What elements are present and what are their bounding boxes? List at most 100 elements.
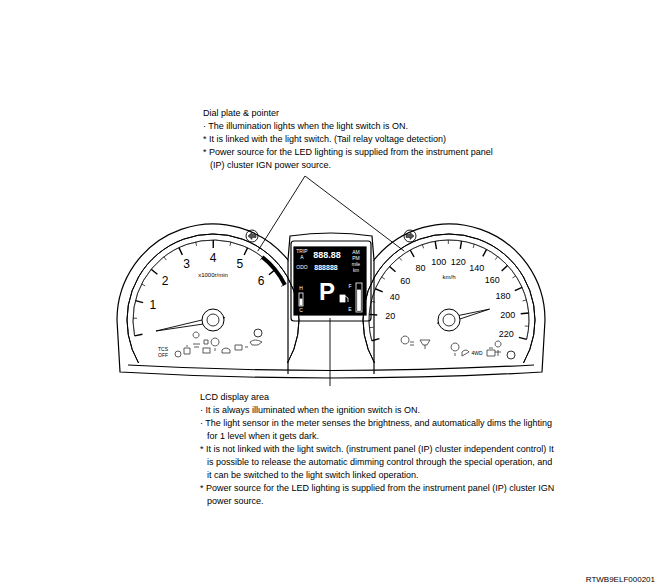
cluster-outline [117, 224, 545, 378]
tach-unit: x1000r/min [198, 272, 228, 278]
lcd-label: km [353, 268, 359, 273]
scale-arc [369, 240, 529, 341]
turn-arrow [248, 233, 256, 240]
callout-block: Dial plate & pointer· The illumination l… [203, 107, 503, 172]
scale-tick [229, 242, 231, 246]
temp-bar-fill [300, 299, 302, 305]
scale-tick [422, 245, 423, 249]
scale-tick [512, 276, 515, 278]
callout-heading: Dial plate & pointer [203, 107, 503, 120]
warning-icon [495, 341, 501, 356]
scale-tick [375, 289, 382, 292]
scale-tick [133, 318, 137, 319]
turn-indicator [404, 230, 416, 242]
dial-knob [254, 329, 262, 337]
dial-scale [363, 234, 535, 363]
scale-tick [399, 257, 401, 260]
scale-tick [483, 249, 487, 256]
scale-tick [371, 301, 375, 303]
scale-tick [382, 277, 385, 279]
scale-tick [473, 244, 474, 248]
warning-icon [250, 340, 262, 345]
dial-scales [127, 234, 535, 363]
gauge-mark: F [348, 284, 351, 289]
temp-bar [299, 293, 303, 306]
lcd-label: ODO [296, 265, 307, 270]
scale-tick [369, 314, 377, 316]
warning-icon [193, 332, 200, 347]
leader-line [305, 176, 404, 251]
callout-note: * Power source for the LED lighting is s… [203, 146, 503, 172]
speed-number: 140 [469, 263, 484, 272]
lcd-digits: 888.88 [313, 251, 341, 260]
tach-number: 2 [162, 275, 169, 287]
scale-tick [502, 265, 508, 270]
fuel-bar [356, 283, 362, 312]
lcd-digits: 888888 [314, 264, 337, 271]
warning-icon [175, 351, 181, 357]
warning-icon [203, 348, 210, 353]
leader-line [258, 176, 305, 251]
scale-tick [269, 270, 275, 275]
indicator-label: 4WD [471, 351, 482, 356]
dial-knob [507, 351, 515, 359]
gauge-mark: C [299, 308, 303, 313]
scale-tick [390, 266, 396, 271]
scale-tick [135, 334, 143, 336]
warning-icon [222, 348, 230, 353]
scale-tick [460, 241, 461, 249]
warning-icon [235, 345, 248, 350]
gauge-mark: E [348, 307, 351, 312]
speed-number: 80 [415, 264, 425, 273]
speed-number: 120 [451, 257, 466, 266]
tach-number: 5 [236, 258, 243, 270]
speed-number: 40 [390, 292, 400, 301]
leader-line [330, 318, 331, 386]
tach-hub-cap [207, 314, 219, 326]
warning-icon [184, 346, 190, 354]
warning-icon [420, 340, 430, 349]
scale-tick [151, 269, 157, 274]
scale-tick [260, 257, 262, 260]
dial-plate-edge [363, 234, 535, 363]
warning-icon [401, 336, 414, 345]
warning-icon [462, 350, 469, 356]
callout-note: · It is always illuminated when the igni… [200, 404, 555, 417]
scale-tick [525, 325, 529, 326]
scale-tick [135, 301, 143, 303]
speed-number: 180 [495, 292, 510, 301]
red-zone [261, 255, 287, 285]
callout-note: * Power source for the LED lighting is s… [200, 482, 555, 508]
speed-number: 220 [499, 330, 514, 339]
scale-tick [519, 337, 527, 339]
scale-tick [372, 339, 380, 341]
gear-indicator: P [319, 280, 335, 304]
speed-unit: km/h [442, 274, 455, 280]
lcd-label: TRIP [296, 249, 307, 254]
callout-block: LCD display area· It is always illuminat… [200, 391, 555, 508]
scale-tick [244, 248, 247, 255]
gauge-mark: H [299, 286, 303, 291]
fuel-pump-icon [340, 295, 345, 302]
cluster-housing [117, 224, 545, 378]
callout-note: · The illumination lights when the light… [203, 120, 503, 133]
tach-number: 4 [210, 252, 217, 264]
leader-lines [258, 176, 405, 386]
speed-number: 100 [431, 257, 446, 266]
indicator-label: OFF [158, 353, 168, 358]
tach-hub [202, 309, 224, 331]
warning-icons [175, 332, 501, 357]
tach-number: 1 [149, 299, 156, 311]
scale-tick [142, 284, 146, 286]
warning-icon [204, 340, 208, 344]
housing-lip [128, 365, 534, 371]
speed-number: 20 [385, 311, 395, 320]
scale-tick [495, 257, 497, 260]
fuel-pump-hose [345, 296, 348, 302]
callout-note: * It is not linked with the light switch… [200, 443, 555, 482]
speed-number: 200 [500, 310, 515, 319]
scale-tick [523, 300, 527, 301]
warning-icon [487, 348, 495, 356]
pointers [156, 309, 515, 359]
